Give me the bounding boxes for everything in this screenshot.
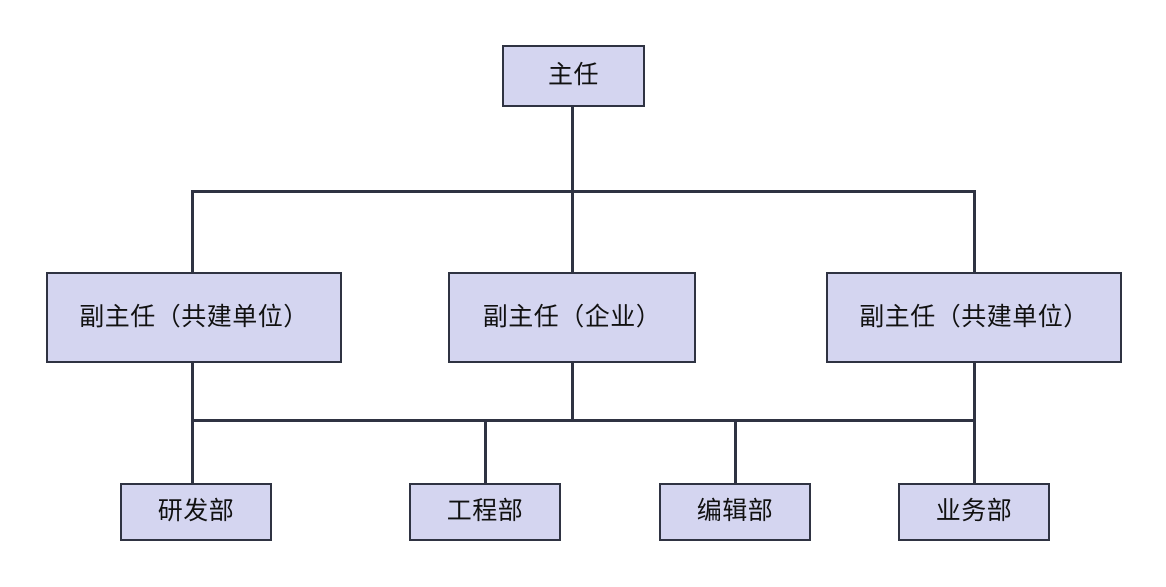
node-deputy-middle-label: 副主任（企业） [482, 302, 662, 331]
node-dept-rd[interactable]: 研发部 [120, 483, 272, 541]
node-deputy-right-label: 副主任（共建单位） [859, 302, 1089, 331]
connector-department-bus [191, 419, 976, 422]
node-dept-business-label: 业务部 [935, 497, 1013, 526]
node-dept-engineering-label: 工程部 [446, 497, 524, 526]
node-deputy-left[interactable]: 副主任（共建单位） [46, 272, 342, 363]
connector-director-stem [571, 107, 574, 192]
node-dept-rd-label: 研发部 [157, 497, 235, 526]
node-deputy-right[interactable]: 副主任（共建单位） [826, 272, 1122, 363]
connector-deputy-bus [191, 190, 976, 193]
connector-stem-deputy-middle-down [571, 363, 574, 421]
connector-drop-deputy-middle [571, 190, 574, 272]
connector-drop-dept-engineering [484, 419, 487, 483]
node-dept-editorial-label: 编辑部 [696, 497, 774, 526]
connector-stem-deputy-right-down [973, 363, 976, 483]
node-deputy-left-label: 副主任（共建单位） [79, 302, 309, 331]
node-director-label: 主任 [547, 61, 599, 90]
connector-drop-dept-editorial [734, 419, 737, 483]
node-director[interactable]: 主任 [502, 45, 645, 107]
connector-drop-deputy-right [973, 190, 976, 272]
node-dept-business[interactable]: 业务部 [898, 483, 1050, 541]
node-dept-engineering[interactable]: 工程部 [409, 483, 561, 541]
connector-drop-deputy-left [191, 190, 194, 272]
node-deputy-middle[interactable]: 副主任（企业） [448, 272, 696, 363]
connector-stem-deputy-left-down [191, 363, 194, 483]
node-dept-editorial[interactable]: 编辑部 [659, 483, 811, 541]
